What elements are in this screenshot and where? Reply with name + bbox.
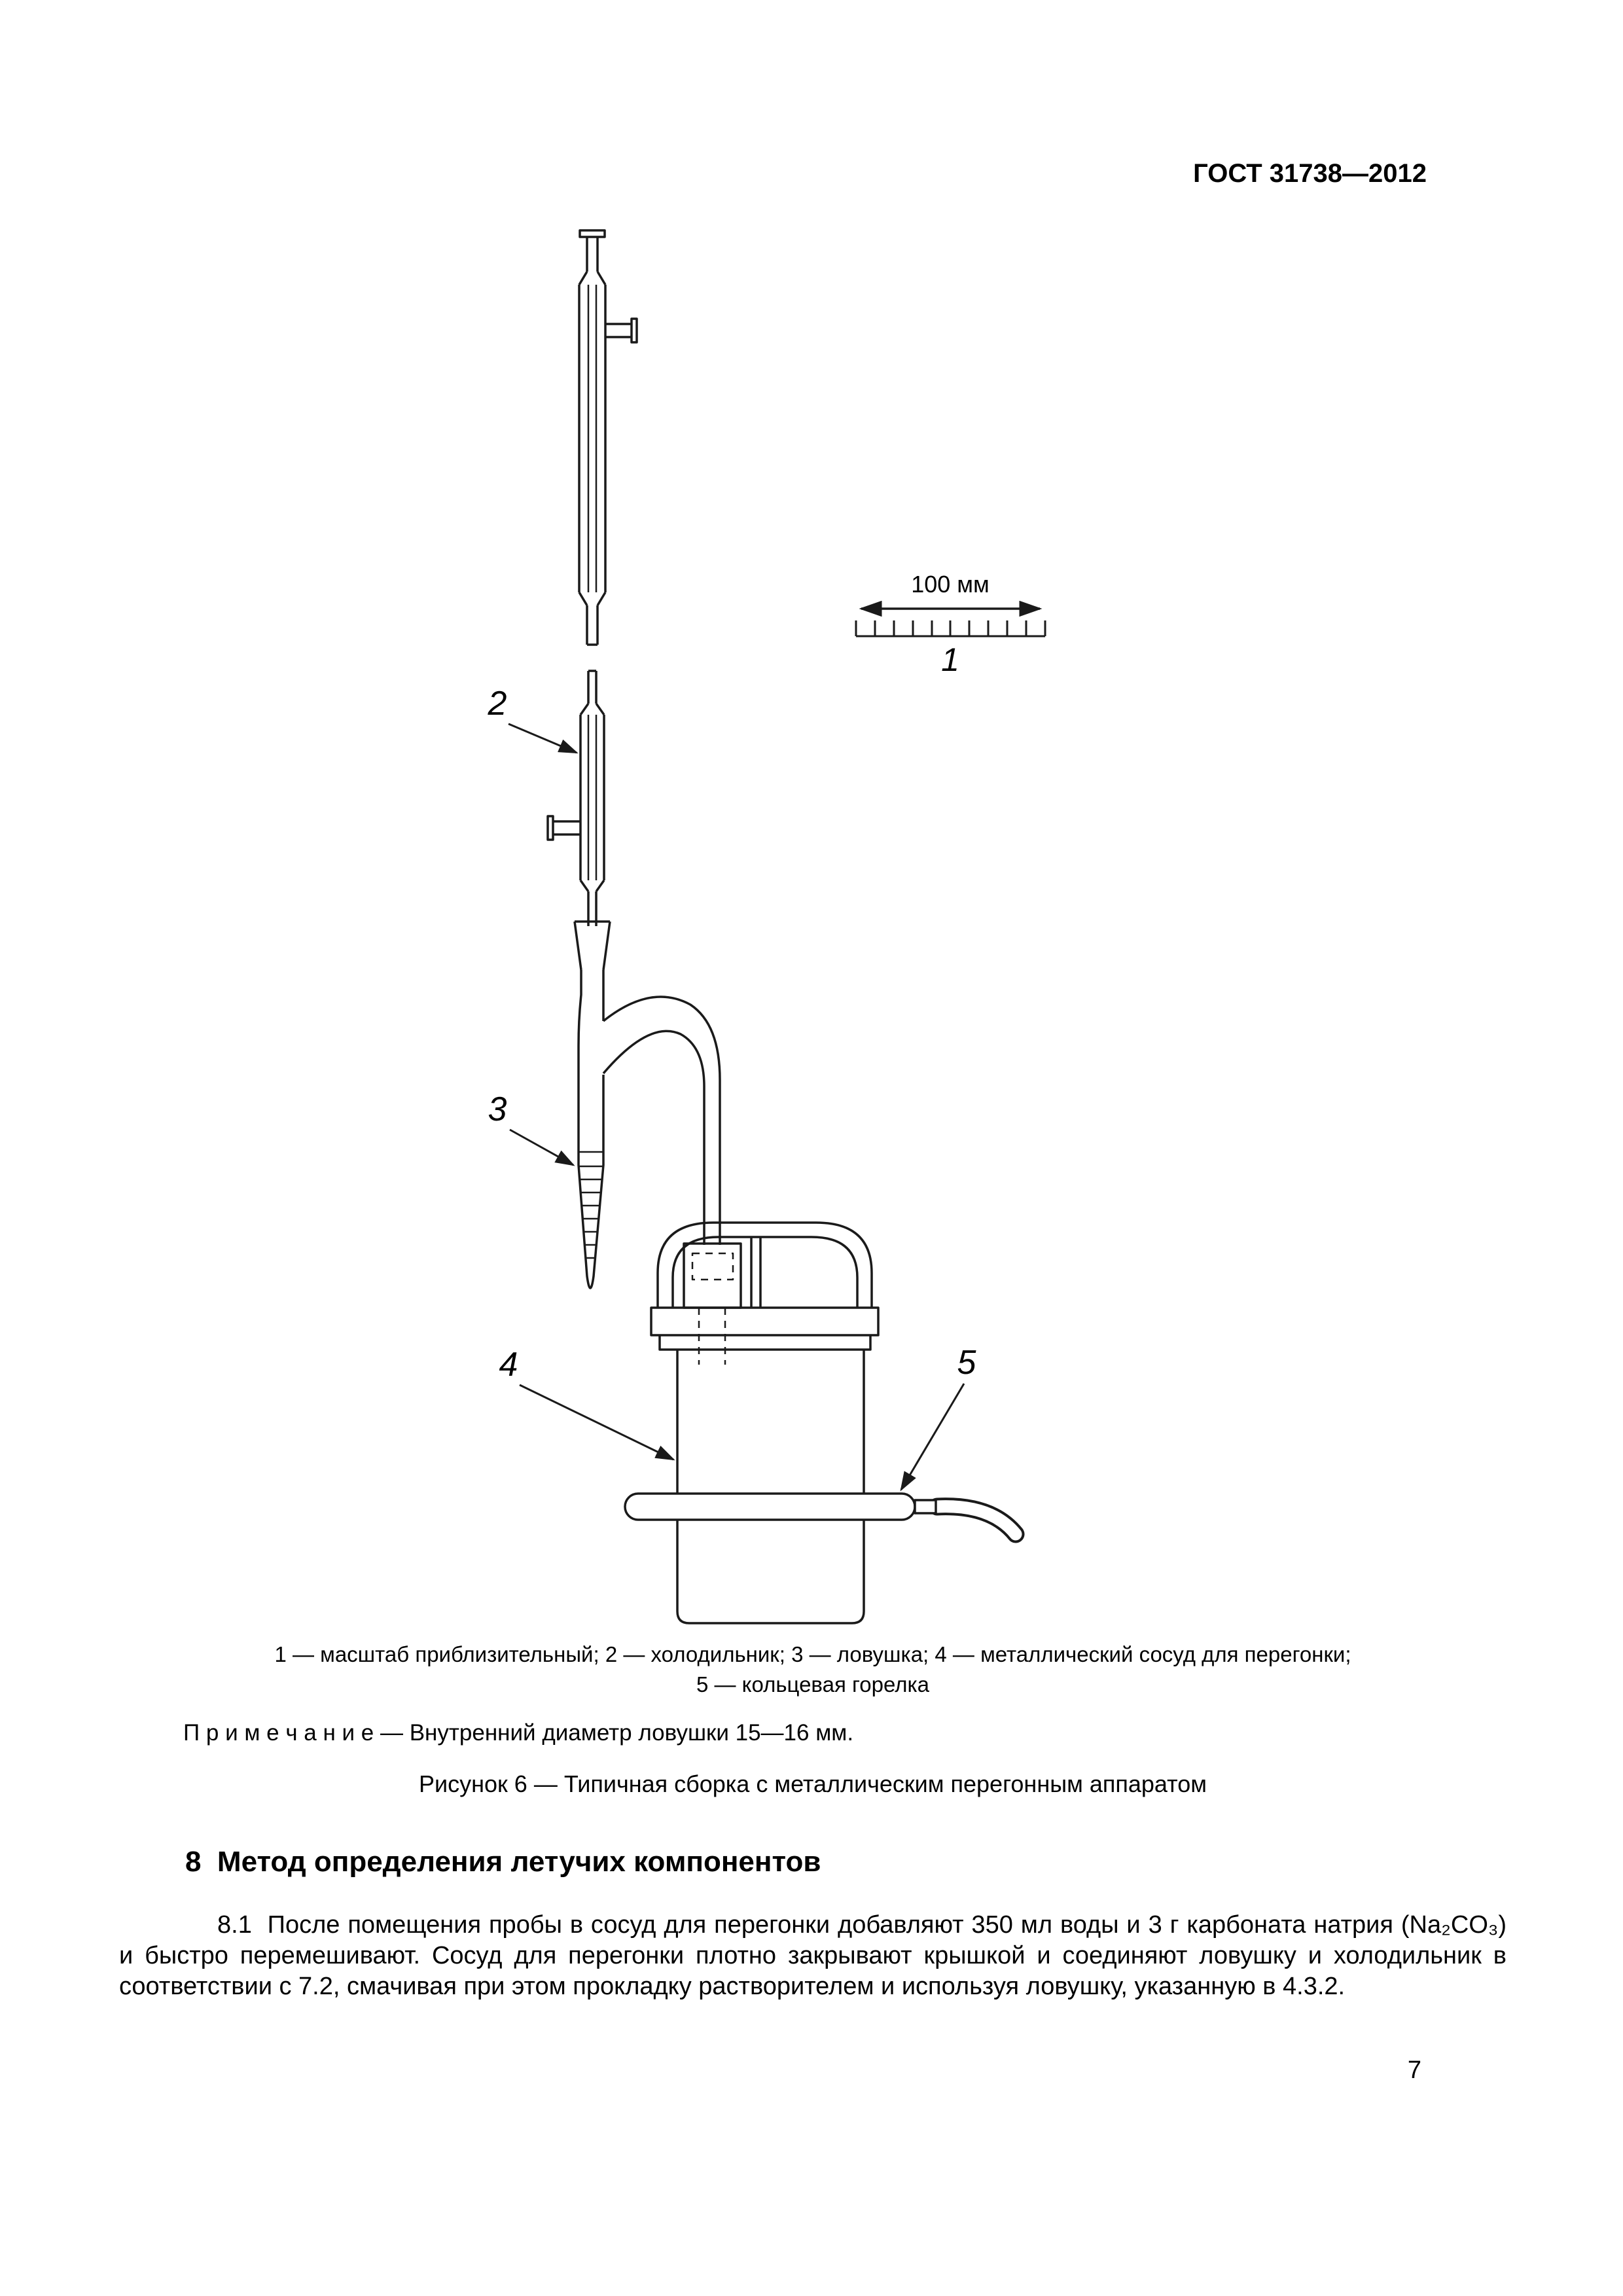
burner-nipple bbox=[914, 1499, 937, 1515]
burner-hose-inner bbox=[931, 1500, 1022, 1541]
label-vessel: 4 bbox=[499, 1346, 518, 1384]
figure-legend: 1 — масштаб приблизительный; 2 — холодил… bbox=[119, 1640, 1507, 1700]
leader-burner bbox=[900, 1383, 965, 1492]
condenser-upper-outline bbox=[578, 229, 638, 646]
section-heading: 8 Метод определения летучих компонентов bbox=[185, 1846, 821, 1878]
figure-note: П р и м е ч а н и е — Внутренний диаметр… bbox=[183, 1720, 854, 1746]
condenser-upper-inner-tube bbox=[587, 285, 597, 592]
joint-socket bbox=[573, 920, 611, 971]
distillation-vessel bbox=[650, 1221, 880, 1624]
leader-condenser bbox=[508, 723, 579, 754]
figure-legend-line1: 1 — масштаб приблизительный; 2 — холодил… bbox=[274, 1642, 1351, 1666]
leader-lines bbox=[508, 723, 965, 1492]
vessel-body bbox=[676, 1350, 865, 1624]
figure-diagram: 100 мм 1 2 3 4 5 bbox=[488, 229, 1046, 1624]
trap-outline bbox=[577, 970, 605, 1289]
leader-vessel bbox=[519, 1384, 675, 1461]
vessel-handle bbox=[656, 1221, 873, 1308]
scale-bar: 100 мм 1 bbox=[855, 571, 1046, 678]
ring-burner bbox=[624, 1492, 1025, 1543]
figure-caption: Рисунок 6 — Типичная сборка с металличес… bbox=[419, 1770, 1207, 1797]
scale-ruler bbox=[855, 620, 1046, 637]
burner-band bbox=[624, 1492, 916, 1521]
condenser-part2-outline bbox=[546, 670, 605, 926]
condenser-part2-inner-tube bbox=[587, 715, 597, 880]
scale-length-label: 100 мм bbox=[911, 571, 990, 598]
doc-number: ГОСТ 31738—2012 bbox=[1193, 159, 1427, 188]
part-labels: 2 3 4 5 bbox=[488, 685, 977, 1384]
label-condenser: 2 bbox=[488, 685, 507, 723]
condenser-upper bbox=[578, 229, 638, 646]
figure-legend-line2: 5 — кольцевая горелка bbox=[696, 1672, 930, 1696]
trap bbox=[577, 970, 721, 1289]
section-paragraph: 8.1 После помещения пробы в сосуд для пе… bbox=[119, 1911, 1514, 2000]
page-number: 7 bbox=[1407, 2056, 1421, 2084]
label-trap: 3 bbox=[488, 1090, 507, 1128]
trap-side-arm bbox=[602, 996, 721, 1245]
scale-ref-number: 1 bbox=[941, 641, 959, 678]
label-burner: 5 bbox=[957, 1344, 977, 1382]
trap-graduations bbox=[579, 1151, 603, 1259]
vessel-lid bbox=[650, 1306, 880, 1351]
hidden-tube-dashed bbox=[691, 1252, 734, 1365]
lid-fitting bbox=[683, 1237, 762, 1309]
condenser-part2 bbox=[546, 670, 605, 926]
leader-trap bbox=[509, 1128, 575, 1166]
